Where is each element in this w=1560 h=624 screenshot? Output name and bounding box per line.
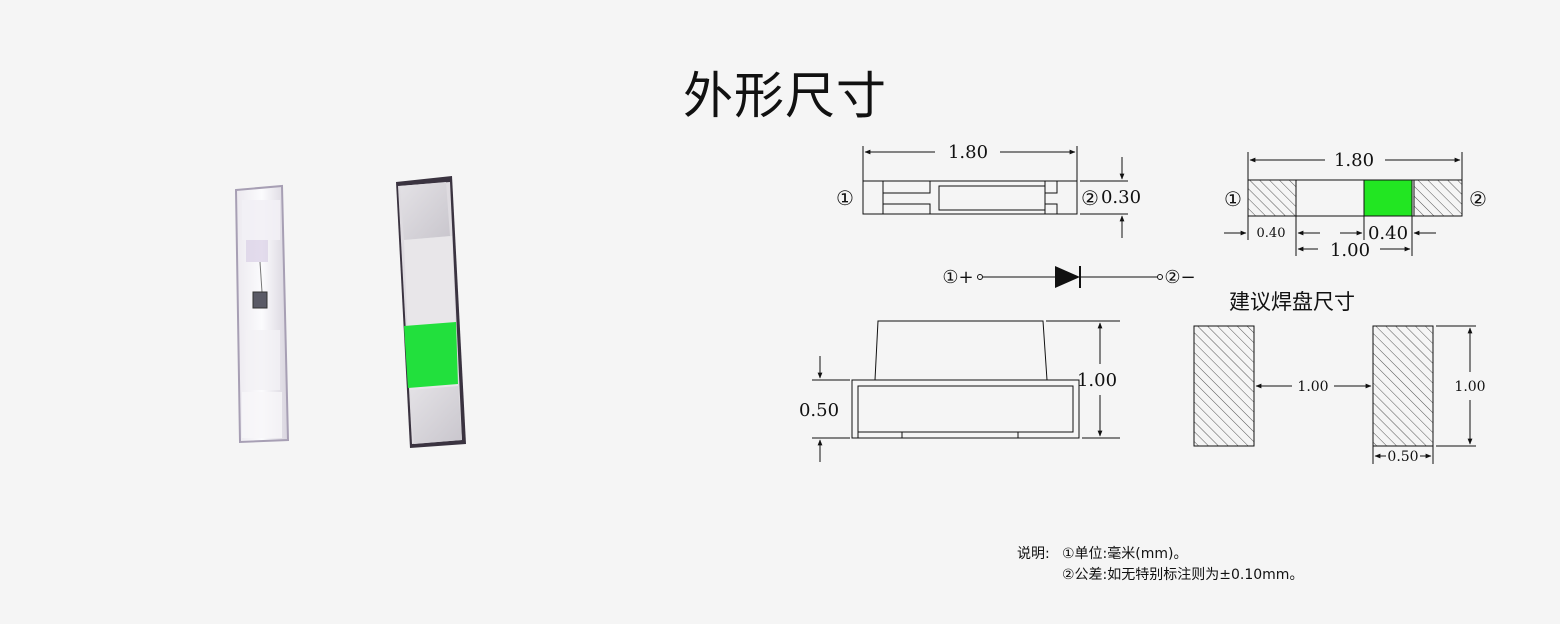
page-title: 外形尺寸 (683, 67, 887, 125)
pad-layout-heading: 建议焊盘尺寸 (1229, 290, 1355, 314)
side-view-height-label: 1.00 (1077, 370, 1117, 391)
left-pad-hatch (1247, 179, 1297, 217)
bottom-view-pin2-label: ② (1469, 187, 1487, 211)
notes-line1: ①单位:毫米(mm)。 (1062, 546, 1188, 562)
polarity-cathode-label: ②− (1164, 267, 1195, 288)
notes-line2: ②公差:如无特别标注则为±0.10mm。 (1062, 567, 1304, 583)
top-view-pin2-label: ② (1081, 186, 1099, 210)
polarity-diode-symbol (977, 266, 1163, 288)
top-view-width-label: 1.80 (948, 142, 988, 163)
led-photo-top (396, 176, 466, 448)
led-photo-side (234, 184, 290, 444)
bottom-view-pad-spacing-label: 1.00 (1330, 240, 1370, 261)
top-view-thickness-label: 0.30 (1101, 187, 1141, 208)
polarity-anode-label: ①+ (942, 267, 973, 288)
side-view (812, 320, 1120, 462)
pad-layout-drawing (1193, 325, 1476, 464)
bottom-view-width-label: 1.80 (1334, 150, 1374, 171)
notes-label: 说明: (1017, 546, 1050, 562)
side-view-base-height-label: 0.50 (799, 400, 839, 421)
right-pad-hatch (1413, 179, 1463, 217)
pad-layout-gap-label: 1.00 (1297, 379, 1328, 395)
bottom-view (1224, 152, 1463, 256)
top-view-pin1-label: ① (836, 186, 854, 210)
pad-layout-width-label: 0.50 (1387, 449, 1418, 465)
bottom-view-pin1-label: ① (1224, 187, 1242, 211)
led-chip-green (1363, 179, 1413, 217)
bottom-view-pad-width-label: 0.40 (1257, 226, 1286, 241)
pad-layout-height-label: 1.00 (1454, 379, 1485, 395)
top-view (862, 146, 1128, 238)
bottom-view-chip-width-label: 0.40 (1368, 223, 1408, 244)
